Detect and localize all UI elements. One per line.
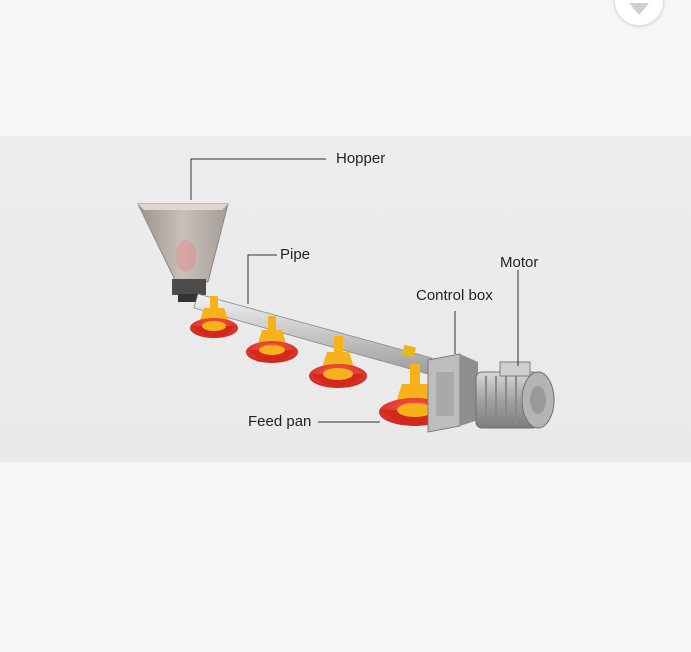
hopper-leader bbox=[190, 158, 326, 200]
motor-shape bbox=[475, 361, 555, 429]
feeding-system-diagram: Hopper Pipe Motor Control box Feed pan bbox=[0, 136, 691, 462]
motor-label: Motor bbox=[500, 254, 539, 271]
heart-icon bbox=[629, 3, 649, 15]
feed-pan-1 bbox=[190, 296, 238, 338]
leader-lines bbox=[190, 158, 519, 423]
diagram-artwork bbox=[137, 158, 555, 433]
hopper-shape bbox=[137, 203, 229, 302]
feed-pan-2 bbox=[246, 316, 298, 363]
pipe-label: Pipe bbox=[280, 246, 311, 263]
control-box-shape bbox=[427, 353, 478, 433]
hopper-label: Hopper bbox=[336, 150, 386, 167]
pipe-leader bbox=[247, 254, 277, 304]
feed-pan-3 bbox=[309, 336, 367, 388]
control-box-label: Control box bbox=[416, 287, 493, 304]
feed-pan-label: Feed pan bbox=[248, 413, 312, 430]
favorite-button[interactable] bbox=[614, 0, 664, 26]
